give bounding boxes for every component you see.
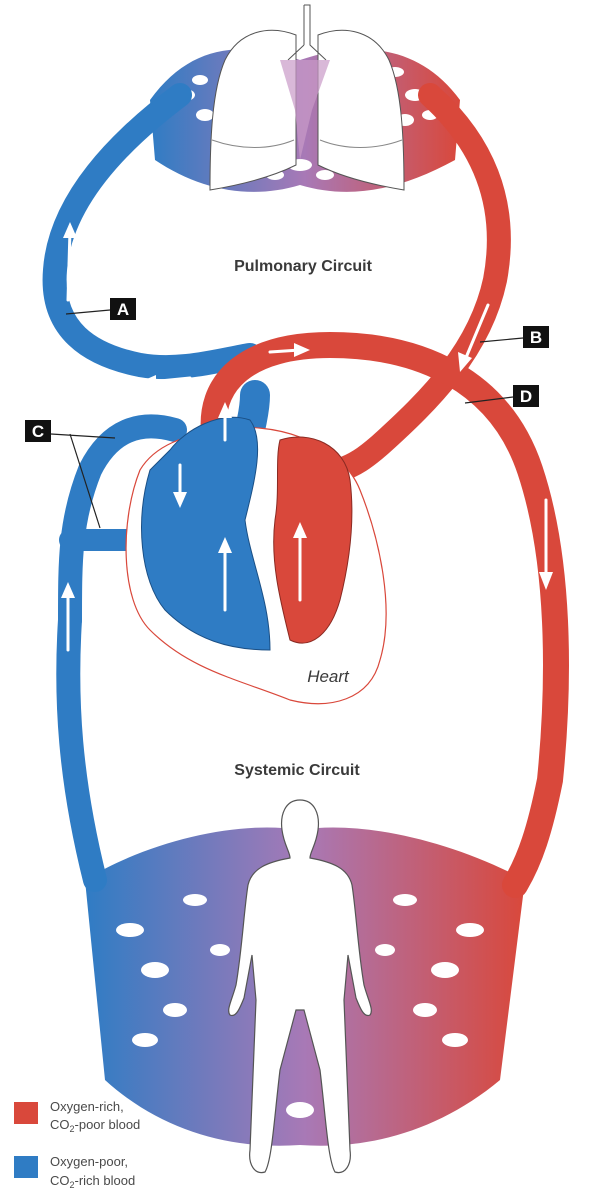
legend-swatch-oxygen-rich — [14, 1102, 38, 1124]
flow-arrows — [61, 222, 553, 652]
aorta-vessel — [200, 331, 569, 898]
legend-swatch-oxygen-poor — [14, 1156, 38, 1178]
heart-illustration — [125, 416, 387, 705]
inferior-vena-cava-vessel — [56, 608, 107, 892]
callout-a-letter: A — [117, 300, 129, 319]
legend-oxygen-rich-line2: CO2-poor blood — [50, 1117, 140, 1134]
arrow-down-pulmonary-vein — [463, 303, 490, 362]
heart-label: Heart — [307, 667, 350, 686]
legend-oxygen-poor: Oxygen-poor, CO2-rich blood — [14, 1154, 135, 1190]
callout-d: D — [464, 385, 539, 407]
left-heart-chambers — [273, 436, 353, 644]
legend-oxygen-rich: Oxygen-rich, CO2-poor blood — [14, 1099, 140, 1134]
pulmonary-artery-vessel — [42, 83, 262, 380]
superior-vena-cava-vessel — [58, 414, 187, 632]
callout-b-letter: B — [530, 328, 542, 347]
arrow-left-pulmonary — [148, 376, 192, 384]
callout-b: B — [479, 326, 549, 348]
systemic-circuit-title: Systemic Circuit — [234, 762, 360, 779]
callout-a: A — [65, 298, 136, 320]
callout-c: C — [25, 420, 116, 529]
callout-c-letter: C — [32, 422, 44, 441]
pulmonary-circuit-title: Pulmonary Circuit — [234, 258, 372, 275]
arrow-up-pulmonary — [66, 228, 72, 302]
legend-oxygen-rich-line1: Oxygen-rich, — [50, 1099, 124, 1114]
legend: Oxygen-rich, CO2-poor blood Oxygen-poor,… — [14, 1099, 140, 1190]
legend-oxygen-poor-line2: CO2-rich blood — [50, 1173, 135, 1190]
callout-d-letter: D — [520, 387, 532, 406]
lungs-illustration — [209, 4, 405, 191]
legend-oxygen-poor-line1: Oxygen-poor, — [50, 1154, 128, 1169]
human-figure-illustration — [228, 799, 372, 1174]
right-heart-chambers — [141, 416, 271, 651]
